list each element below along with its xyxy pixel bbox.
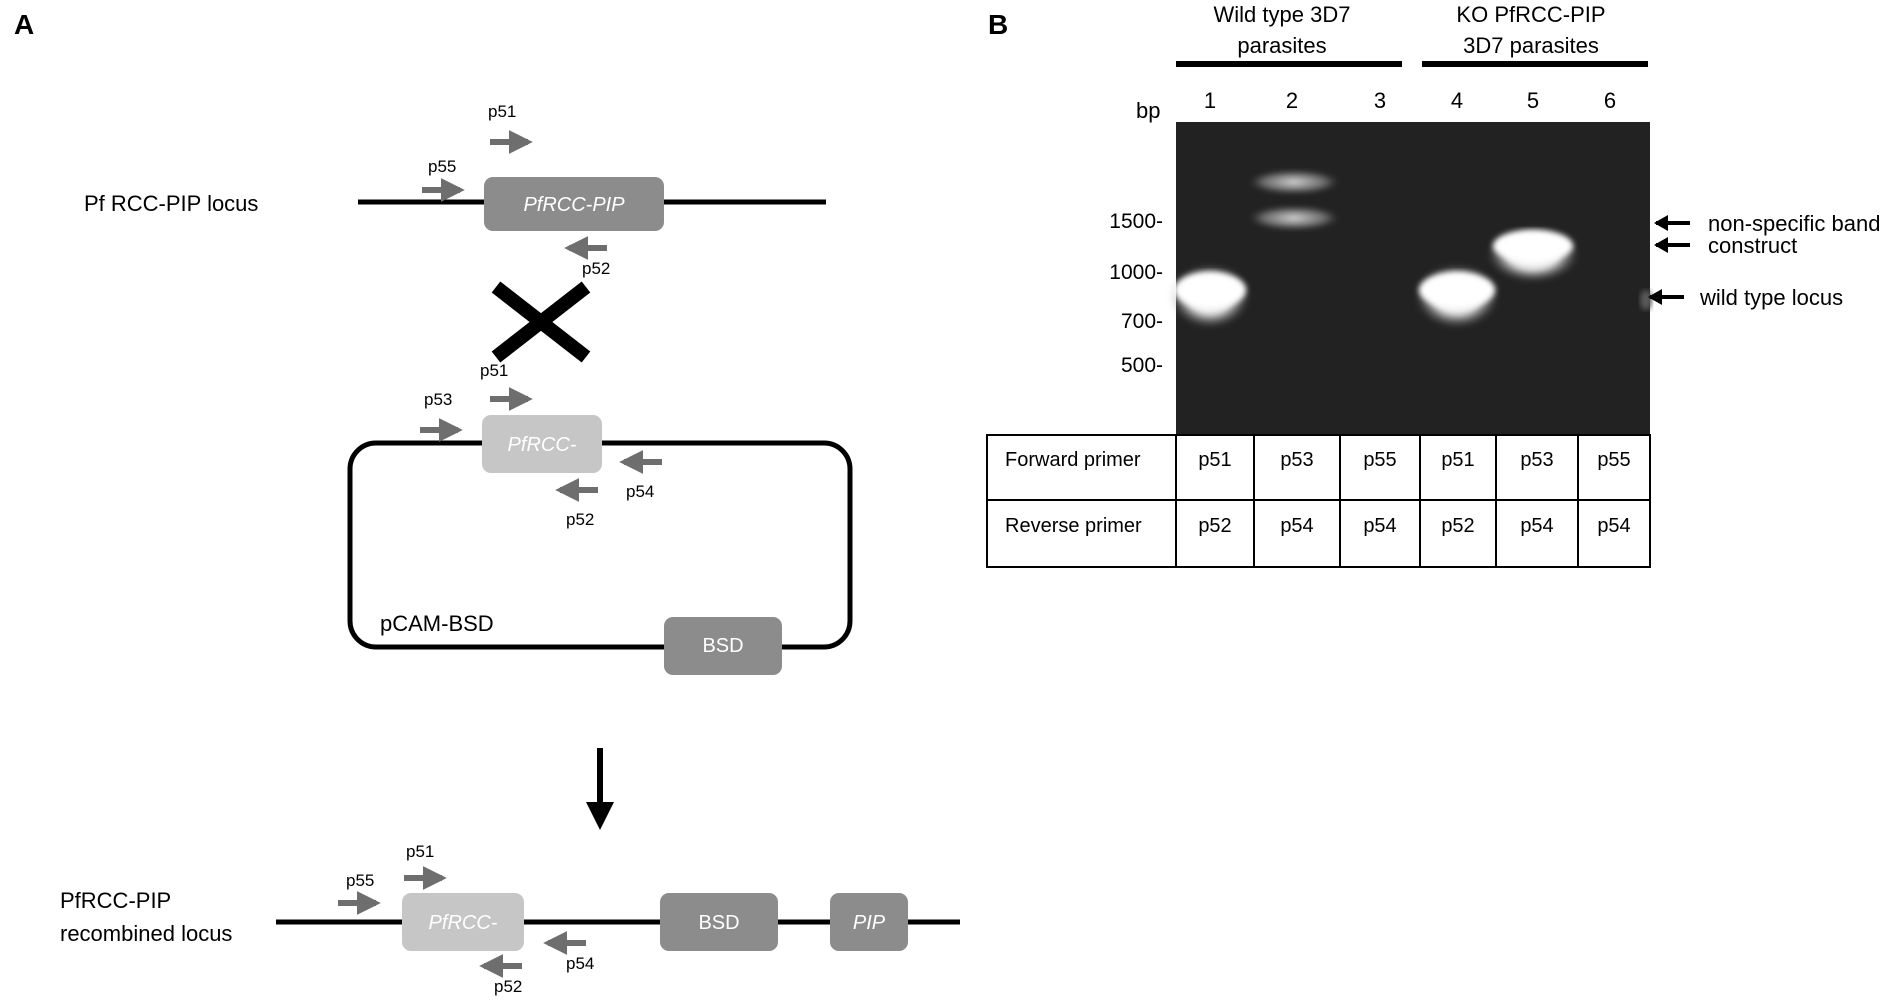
table-cell-forward-3: p55: [1363, 449, 1396, 471]
lane-number-4: 4: [1451, 88, 1463, 113]
band-lane2-non-specific: [1248, 206, 1340, 230]
group1-title-line2: parasites: [1237, 33, 1326, 58]
annotation-arrowhead-construct: [1654, 237, 1668, 253]
band-lane2-upper: [1248, 170, 1340, 194]
primer-label-p52-mid: p52: [566, 510, 594, 529]
recombined-label-line2: recombined locus: [60, 921, 232, 946]
gel-image: [1176, 122, 1650, 435]
lane-number-6: 6: [1604, 88, 1616, 113]
recombined-marker-label: BSD: [698, 912, 739, 934]
primer-table: Forward primer p51 p53 p55 p51 p53 p55 R…: [986, 434, 1651, 568]
group2-title-line2: 3D7 parasites: [1463, 33, 1599, 58]
plasmid-gene-label: PfRCC-: [508, 434, 577, 456]
recombined-tail-box: [830, 893, 908, 951]
primer-label-p55-bot: p55: [346, 871, 374, 890]
table-cell-reverse-2: p54: [1280, 515, 1313, 537]
locus-gene-label: PfRCC-PIP: [523, 194, 625, 216]
marker-700: 700-: [1121, 310, 1163, 333]
lane-number-1: 1: [1204, 88, 1216, 113]
table-cell-reverse-3: p54: [1363, 515, 1396, 537]
table-cell-reverse-4: p52: [1441, 515, 1474, 537]
table-cell-forward-6: p55: [1597, 449, 1630, 471]
table-cell-forward-5: p53: [1520, 449, 1553, 471]
locus-label: Pf RCC-PIP locus: [84, 191, 258, 216]
recombined-label-line1: PfRCC-PIP: [60, 888, 171, 913]
crossover-x-stroke-2: [491, 281, 591, 363]
panel-a-letter: A: [14, 9, 34, 40]
marker-1000: 1000-: [1109, 261, 1163, 284]
down-arrow-head: [586, 802, 614, 830]
marker-1500: 1500-: [1109, 210, 1163, 233]
primer-label-p51-top: p51: [488, 102, 516, 121]
annotation-construct: construct: [1708, 233, 1797, 258]
table-cell-reverse-6: p54: [1597, 515, 1630, 537]
recombined-gene-label: PfRCC-: [429, 912, 498, 934]
plasmid-marker-box: [664, 617, 782, 675]
recombined-marker-box: [660, 893, 778, 951]
table-cell-forward-2: p53: [1280, 449, 1313, 471]
recombined-gene-box: [402, 893, 524, 951]
annotation-arrowhead-non-specific: [1654, 215, 1668, 231]
primer-label-p54-bot: p54: [566, 954, 594, 973]
primer-label-p52-top: p52: [582, 259, 610, 278]
table-cell-reverse-5: p54: [1520, 515, 1553, 537]
plasmid-gene-box: [482, 415, 602, 473]
plasmid-label: pCAM-BSD: [380, 611, 494, 636]
locus-gene-box: [484, 177, 664, 231]
group1-title-line1: Wild type 3D7: [1214, 2, 1351, 27]
panel-b-letter: B: [988, 9, 1008, 40]
primer-label-p51-mid: p51: [480, 361, 508, 380]
band-lane5-core: [1493, 230, 1573, 262]
group2-title-line1: KO PfRCC-PIP: [1456, 2, 1605, 27]
lane-number-5: 5: [1527, 88, 1539, 113]
primer-label-p51-bot: p51: [406, 842, 434, 861]
primer-label-p53-mid: p53: [424, 390, 452, 409]
table-cell-reverse-1: p52: [1198, 515, 1231, 537]
annotation-wild-type-locus: wild type locus: [1699, 285, 1843, 310]
bp-label: bp: [1136, 98, 1160, 123]
table-cell-forward-1: p51: [1198, 449, 1231, 471]
band-edge-speck: [1640, 290, 1652, 310]
plasmid-marker-label: BSD: [702, 635, 743, 657]
band-lane4-core: [1419, 272, 1495, 308]
table-row-label-forward: Forward primer: [1005, 449, 1141, 471]
recombined-tail-label: PIP: [853, 912, 886, 934]
marker-500: 500-: [1121, 354, 1163, 377]
table-cell-forward-4: p51: [1441, 449, 1474, 471]
primer-label-p54-mid: p54: [626, 482, 654, 501]
primer-label-p55-top: p55: [428, 157, 456, 176]
band-lane1-core: [1174, 272, 1246, 308]
lane-number-2: 2: [1286, 88, 1298, 113]
table-row-label-reverse: Reverse primer: [1005, 515, 1142, 537]
lane-number-3: 3: [1374, 88, 1386, 113]
annotation-non-specific-band: non-specific band: [1708, 211, 1880, 236]
primer-label-p52-bot: p52: [494, 977, 522, 996]
annotation-arrowhead-wild-type: [1648, 289, 1662, 305]
gel-bands: [1170, 170, 1652, 328]
